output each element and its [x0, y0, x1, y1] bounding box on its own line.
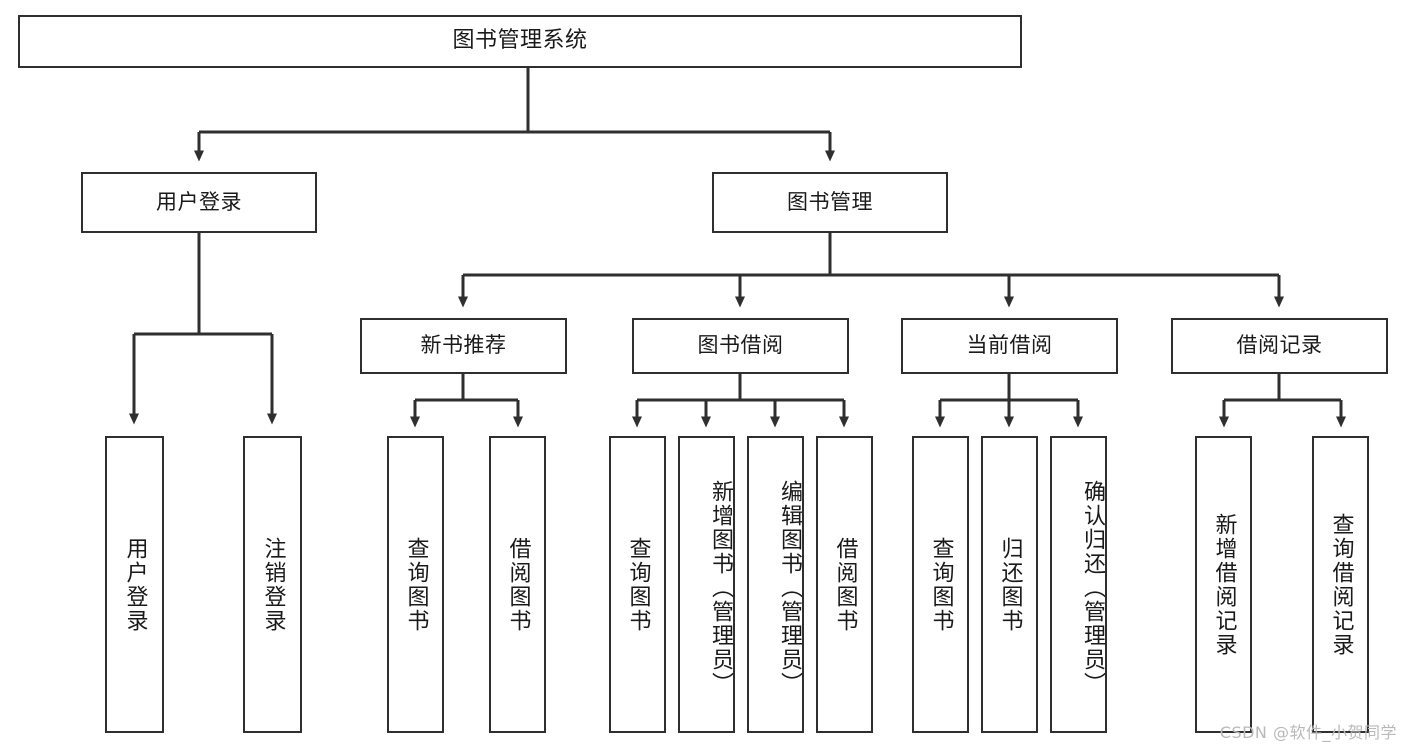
leaf-book-borrow-borrow-book[interactable]: 借阅图书	[816, 436, 873, 733]
leaf-user-login-logout[interactable]: 注销登录	[243, 436, 302, 733]
leaf-book-borrow-query-book[interactable]: 查询图书	[609, 436, 666, 733]
leaf-borrow-record-add-record[interactable]: 新增借阅记录	[1195, 436, 1252, 733]
node-label: 编辑图书（管理员）	[777, 479, 802, 696]
leaf-book-borrow-edit-book-admin[interactable]: 编辑图书（管理员）	[747, 436, 804, 733]
node-label: 用户登录	[156, 189, 242, 214]
leaf-user-login-login[interactable]: 用户登录	[105, 436, 164, 733]
node-label: 新增图书（管理员）	[708, 479, 733, 696]
node-label: 借阅记录	[1236, 333, 1323, 358]
node-user-login[interactable]: 用户登录	[81, 172, 317, 233]
node-label: 查询图书	[928, 536, 954, 633]
leaf-borrow-record-query-record[interactable]: 查询借阅记录	[1312, 436, 1369, 733]
node-label: 归还图书	[997, 536, 1023, 633]
node-label: 当前借阅	[966, 333, 1053, 358]
leaf-current-borrow-return-book[interactable]: 归还图书	[981, 436, 1038, 733]
leaf-current-borrow-query-book[interactable]: 查询图书	[912, 436, 969, 733]
node-label: 新书推荐	[420, 333, 507, 358]
node-root-book-management-system[interactable]: 图书管理系统	[18, 15, 1022, 68]
node-label: 图书借阅	[697, 333, 784, 358]
node-label: 图书管理	[787, 189, 873, 214]
node-label: 用户登录	[122, 536, 148, 633]
node-book-management[interactable]: 图书管理	[712, 172, 948, 233]
leaf-current-borrow-confirm-return-admin[interactable]: 确认归还（管理员）	[1050, 436, 1107, 733]
node-label: 确认归还（管理员）	[1080, 479, 1105, 696]
watermark-text: CSDN @软件_小贺同学	[1219, 723, 1397, 742]
leaf-new-book-query-book[interactable]: 查询图书	[387, 436, 444, 733]
leaf-book-borrow-add-book-admin[interactable]: 新增图书（管理员）	[678, 436, 735, 733]
node-label: 查询借阅记录	[1328, 512, 1354, 657]
node-label: 注销登录	[260, 536, 286, 633]
node-label: 新增借阅记录	[1211, 512, 1237, 657]
leaf-new-book-borrow-book[interactable]: 借阅图书	[489, 436, 546, 733]
node-label: 借阅图书	[832, 536, 858, 633]
node-book-borrow[interactable]: 图书借阅	[632, 318, 849, 374]
node-label: 查询图书	[625, 536, 651, 633]
node-new-book-recommend[interactable]: 新书推荐	[360, 318, 567, 374]
node-label: 图书管理系统	[452, 28, 588, 54]
node-borrow-record[interactable]: 借阅记录	[1171, 318, 1388, 374]
node-current-borrow[interactable]: 当前借阅	[901, 318, 1118, 374]
node-label: 查询图书	[403, 536, 429, 633]
node-label: 借阅图书	[505, 536, 531, 633]
